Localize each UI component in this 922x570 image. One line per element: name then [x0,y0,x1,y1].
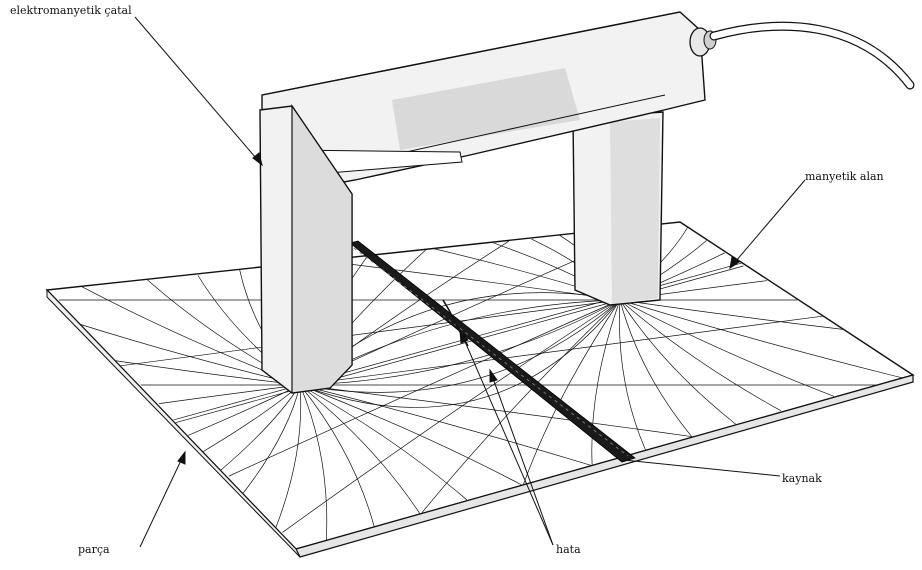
defect-label: hata [556,543,581,556]
field-line [275,384,302,528]
field-line [591,299,621,465]
field-line [282,299,621,533]
field-line [299,299,621,386]
field-line [175,299,621,423]
field-line [619,299,903,379]
field-line [243,384,301,494]
field-line [421,299,621,513]
leader-lines [134,16,806,548]
field-line [80,324,301,386]
field-line [619,299,736,425]
plate [45,221,915,558]
part-label: parça [78,543,110,556]
field-line [299,384,522,485]
field-line [299,384,328,541]
field-line [299,384,467,501]
electromagnetic-yoke [259,11,915,394]
weld-label: kaynak [782,472,822,485]
field-line [299,299,621,393]
weld-bead [349,240,636,463]
field-line [299,384,421,515]
field-line [228,299,621,477]
field-line [120,299,621,367]
plate-left-edge [46,288,301,558]
field-line [299,384,375,527]
field-line [299,384,591,466]
field-line [619,299,844,330]
magnetic-field-label: manyetik alan [805,170,884,183]
field-line [619,299,834,397]
yoke-label: elektromanyetik çatal [10,4,132,17]
field-line [619,299,646,451]
field-line [299,299,621,408]
field-line [299,315,823,386]
field-line [523,299,621,485]
field-line [299,262,742,386]
field-line [619,299,692,437]
weld-seam [349,240,636,463]
field-line [619,299,781,411]
